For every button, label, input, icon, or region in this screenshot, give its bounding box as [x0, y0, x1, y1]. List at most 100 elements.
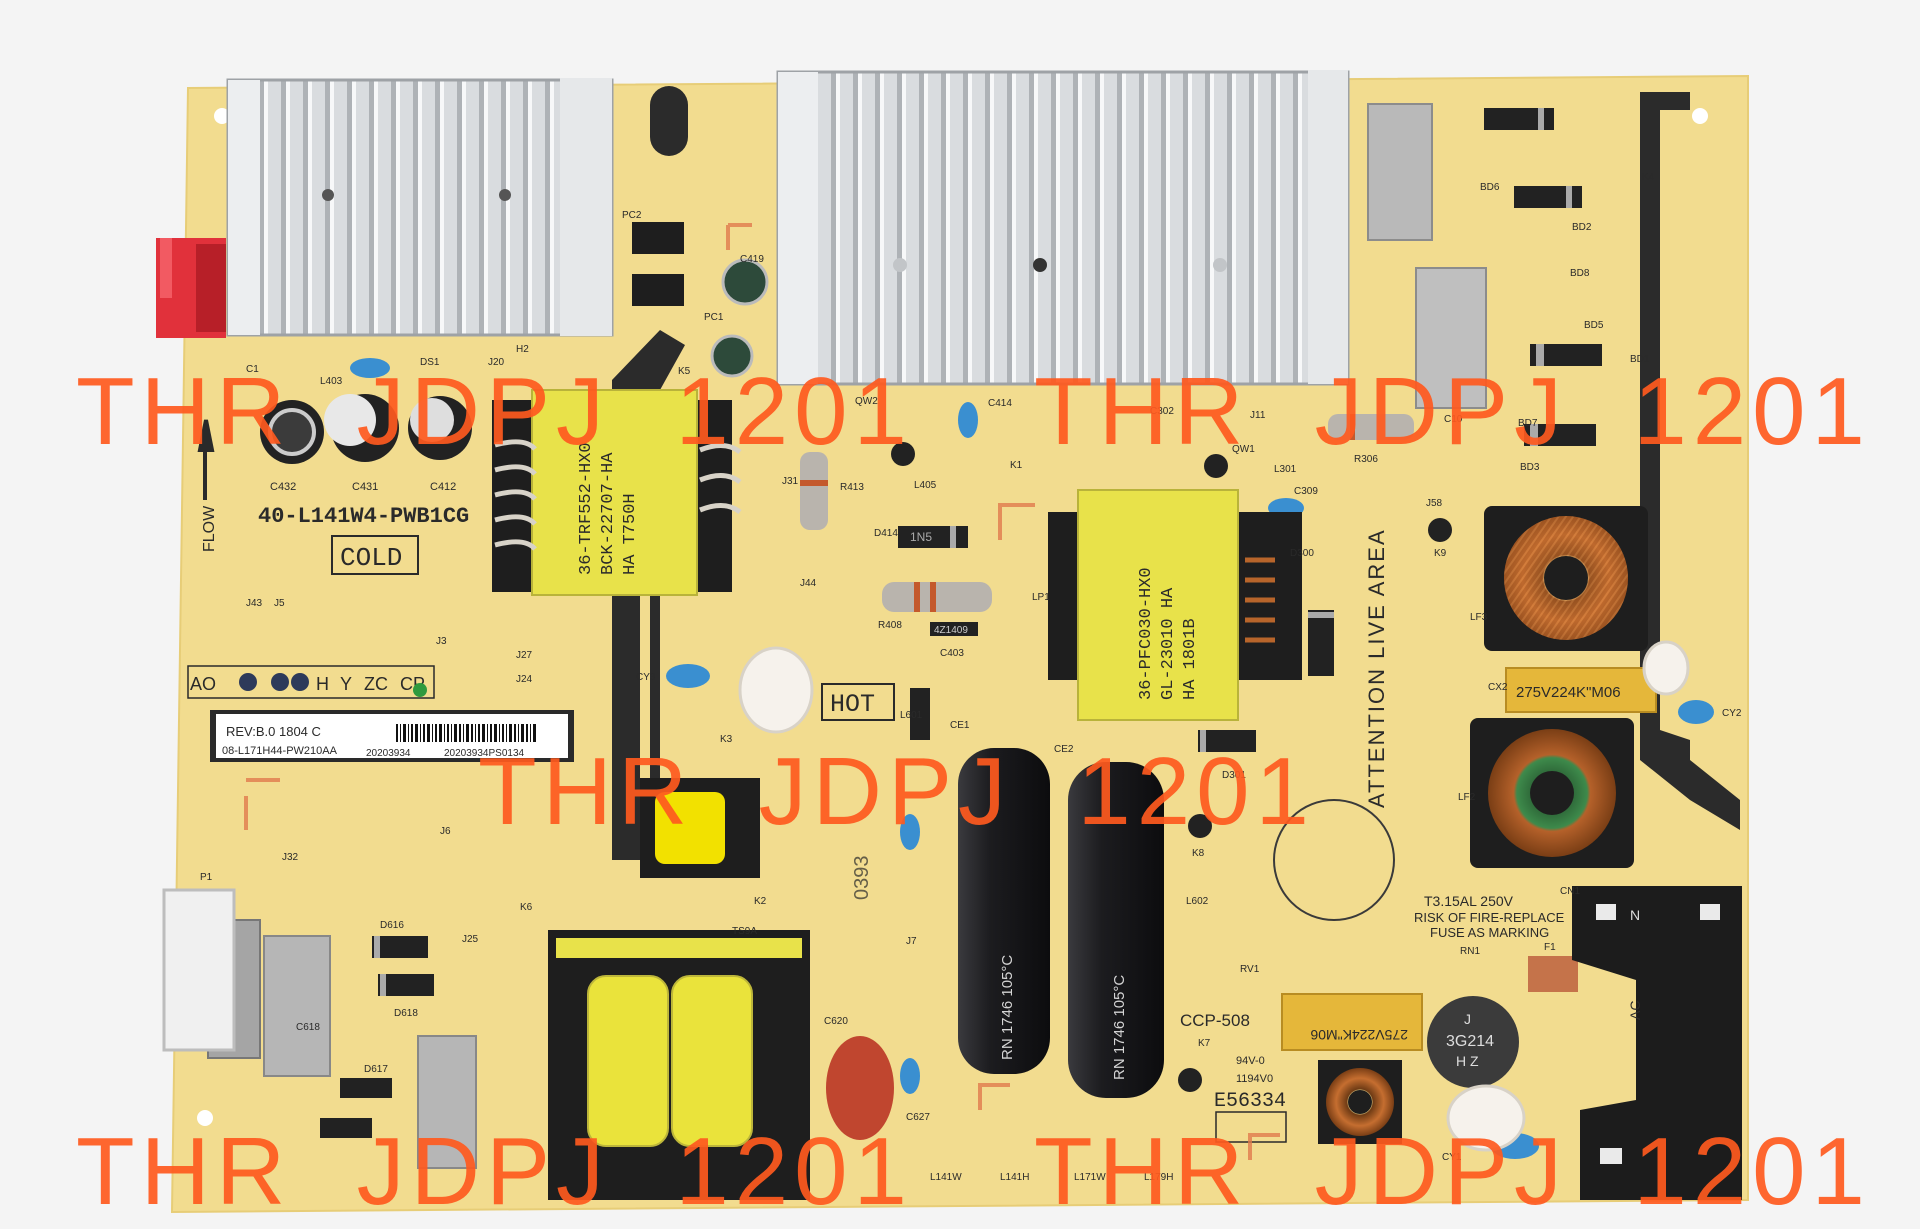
diode [1308, 610, 1334, 676]
silk-label: K8 [1192, 848, 1205, 859]
optocoupler-pc1 [632, 274, 684, 306]
diode [1484, 108, 1554, 130]
option-code-row: AO H Y ZC CP [187, 665, 435, 699]
silk-outline-markers [244, 223, 1280, 1160]
relay-mid [1415, 267, 1487, 409]
silk-label: C10 [1444, 414, 1463, 425]
silk-label: J20 [488, 357, 505, 368]
connector-p1 [162, 888, 236, 1052]
watermark: THR JDPJ 1201 [478, 738, 1315, 845]
ccp-label: CCP-508 [1180, 1011, 1250, 1030]
fuse-warning-2: FUSE AS MARKING [1430, 925, 1549, 940]
transformer-pfc-line-2: GL-23010 HA [1159, 587, 1178, 700]
silk-label: J11 [1250, 410, 1266, 421]
transistor [1428, 518, 1452, 542]
silk-label: L601 [900, 710, 923, 721]
option-code: ZC [364, 674, 388, 694]
silk-label: CY2 [1722, 708, 1742, 719]
watermark: THR JDPJ 1201 [76, 1118, 913, 1225]
transformer-main-line-2: BCK-22707-HA [599, 452, 618, 575]
transformer-pfc-line-3: HA 1801B [1181, 618, 1200, 700]
transformer-output [548, 930, 810, 1200]
silk-label: J7 [906, 936, 917, 947]
silk-label: H2 [516, 344, 529, 355]
silk-label: CE2 [1054, 744, 1074, 755]
silk-label: LP1 [1032, 592, 1050, 603]
silk-label: D301 [1222, 770, 1246, 781]
hot-label: HOT [830, 690, 875, 719]
transformer-main-line-1: 36-TRF552-HX0 [577, 442, 596, 575]
resistor-r408 [882, 582, 992, 612]
cert-number: E56334 [1214, 1090, 1286, 1113]
silk-label: C1 [246, 364, 259, 375]
ycap-cy2 [1678, 700, 1714, 724]
choke-small [1318, 1060, 1402, 1144]
silk-label: BD8 [1570, 268, 1590, 279]
resistor-r306 [1328, 414, 1414, 440]
diode-d414: 1N5 [898, 526, 968, 548]
watermark: THR JDPJ 1201 [1034, 358, 1871, 465]
transformer-pfc-line-1: 36-PFC030-HX0 [1137, 567, 1156, 700]
silk-label: R413 [840, 482, 864, 493]
resistor-smd [930, 622, 978, 636]
silk-label: RN1 [1460, 946, 1480, 957]
mask-slot [650, 86, 688, 156]
silk-label: L405 [914, 480, 937, 491]
ycap-c627 [900, 1058, 920, 1094]
silk-label: D617 [364, 1064, 388, 1075]
silk-label: J31 [782, 476, 799, 487]
xcap-bottom: 275V224K"M06 [1281, 993, 1423, 1051]
silk-label: BD6 [1480, 182, 1500, 193]
silk-label: L141W [930, 1172, 962, 1183]
mount-hole [214, 108, 230, 124]
serial-a: 20203934 [366, 748, 411, 759]
diode [320, 1118, 372, 1138]
silk-label: D300 [1290, 548, 1314, 559]
diode [910, 688, 930, 740]
ac-label: AC [1627, 1001, 1643, 1020]
diode [378, 974, 434, 996]
cap-ce2-text: RN 1746 105°C [1111, 975, 1128, 1080]
heatsink-center [776, 70, 1350, 386]
fuse-warning-1: RISK OF FIRE-REPLACE [1414, 910, 1565, 925]
ferrite-bead [1446, 1084, 1526, 1152]
small-capacitor [721, 258, 769, 306]
part-label: 08-L171H44-PW210AA [222, 745, 338, 757]
transformer-standby [640, 778, 760, 878]
ycap-small [900, 814, 920, 850]
silk-label: K3 [720, 734, 733, 745]
silk-label: CY1 [1442, 1152, 1462, 1163]
watermark: THR JDPJ 1201 [76, 358, 913, 465]
reference-designators: L403 DS1 J20 H2 PC2 PC1 C419 K5 J31 R413… [200, 172, 1742, 1183]
silk-label: C620 [824, 1016, 848, 1027]
silk-label: J58 [1426, 498, 1443, 509]
varistor-line-2: 3G214 [1446, 1033, 1494, 1050]
xcap-bottom-text: 275V224K"M06 [1310, 1027, 1408, 1043]
silk-label: BD1 [1630, 354, 1650, 365]
silk-label: J6 [440, 826, 451, 837]
date-stamp: 0393 [851, 856, 873, 901]
diode [340, 1078, 392, 1098]
fuse-rating: T3.15AL 250V [1424, 893, 1514, 909]
ul-rating: 94V-0 [1236, 1055, 1265, 1067]
red-connector [156, 238, 226, 338]
silk-label: BD7 [1518, 418, 1538, 429]
watermark: THR JDPJ 1201 [1034, 1118, 1871, 1225]
live-area-label: ATTENTION LIVE AREA [1364, 528, 1389, 808]
silk-label: DS1 [420, 357, 440, 368]
silk-label: C309 [1294, 486, 1318, 497]
xcap-top-text: 275V224K"M06 [1516, 684, 1621, 701]
silk-c432: C432 [270, 481, 296, 493]
silk-label: L171W [1074, 1172, 1106, 1183]
serial-b: 20203934PS0134 [444, 748, 525, 759]
varistor: J 3G214 H Z [1427, 996, 1519, 1088]
silk-label: L403 [320, 376, 343, 387]
small-capacitor [710, 334, 754, 378]
silk-label: D618 [394, 1008, 418, 1019]
diode [1198, 730, 1256, 752]
silk-label: C302 [1150, 406, 1174, 417]
silk-label: CX2 [1488, 682, 1508, 693]
silk-label: J43 [246, 598, 263, 609]
